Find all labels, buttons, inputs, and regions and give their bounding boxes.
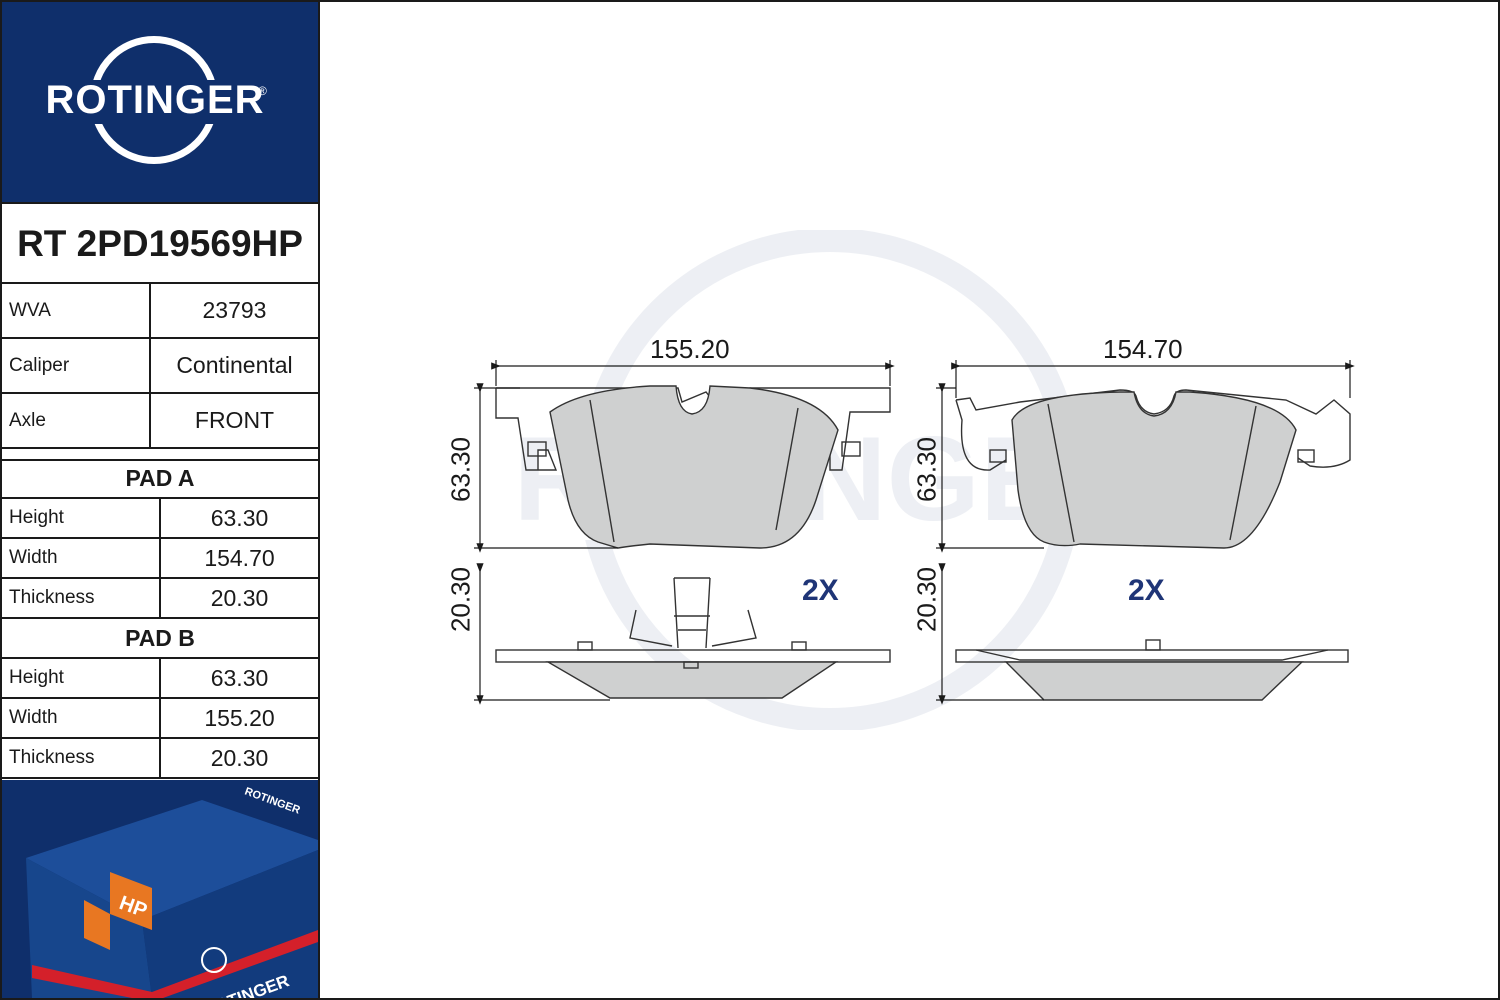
spec-value: 23793: [150, 284, 318, 339]
table-row: Caliper Continental: [2, 338, 318, 394]
right-pad-thickness-label: 20.30: [911, 566, 942, 633]
brake-pad-drawing: [474, 360, 1355, 705]
left-pad-thickness-label: 20.30: [445, 566, 476, 633]
general-specs-table: WVA 23793 Caliper Continental Axle FRONT: [2, 284, 318, 449]
brand-logo-block: ROTINGER ®: [2, 2, 318, 202]
spec-value: 154.70: [160, 538, 318, 579]
table-row: Width 154.70: [2, 538, 318, 579]
right-pad-quantity: 2X: [1128, 574, 1165, 607]
spec-value: 20.30: [160, 738, 318, 779]
spec-label: Caliper: [2, 338, 151, 394]
pad-a-title: PAD A: [2, 459, 318, 499]
table-row: Thickness 20.30: [2, 578, 318, 619]
table-row: WVA 23793: [2, 284, 318, 339]
spec-label: WVA: [2, 284, 151, 339]
registered-mark: ®: [258, 84, 267, 98]
spec-value: Continental: [150, 338, 318, 394]
pad-specs-table: PAD A Height 63.30 Width 154.70 Thicknes…: [2, 459, 318, 779]
right-pad-height-label: 63.30: [911, 436, 942, 503]
table-row: Thickness 20.30: [2, 738, 318, 779]
table-header-row: PAD A: [2, 459, 318, 499]
spec-value: 20.30: [160, 578, 318, 619]
right-pad-top-view: [955, 389, 1351, 549]
left-pad-height-label: 63.30: [445, 436, 476, 503]
pad-b-title: PAD B: [2, 618, 318, 659]
spec-label: Width: [2, 698, 161, 739]
product-box-image: HP ROTINGER ROTINGER: [2, 780, 318, 998]
spec-label: Thickness: [2, 578, 161, 619]
spec-value: 63.30: [160, 498, 318, 539]
right-pad-side-view: [955, 639, 1349, 701]
spec-value: FRONT: [150, 393, 318, 449]
spec-label: Height: [2, 658, 161, 699]
table-row: Width 155.20: [2, 698, 318, 739]
spec-value: 63.30: [160, 658, 318, 699]
spec-label: Thickness: [2, 738, 161, 779]
part-number: RT 2PD19569HP: [2, 202, 318, 284]
brand-logo: ROTINGER: [45, 78, 265, 122]
spec-value: 155.20: [160, 698, 318, 739]
table-header-row: PAD B: [2, 618, 318, 659]
table-row: Height 63.30: [2, 658, 318, 699]
left-pad-width-label: 155.20: [650, 334, 730, 364]
left-pad-quantity: 2X: [802, 574, 839, 607]
right-pad-width-label: 154.70: [1103, 334, 1183, 364]
left-pad-side-view: [495, 577, 891, 699]
spec-sidebar: ROTINGER ® RT 2PD19569HP WVA 23793 Calip…: [2, 2, 320, 998]
spec-label: Width: [2, 538, 161, 579]
table-row: Axle FRONT: [2, 393, 318, 449]
spec-label: Height: [2, 498, 161, 539]
spec-label: Axle: [2, 393, 151, 449]
package-box-icon: HP ROTINGER ROTINGER: [2, 780, 318, 998]
left-pad-top-view: [495, 385, 891, 549]
table-row: Height 63.30: [2, 498, 318, 539]
